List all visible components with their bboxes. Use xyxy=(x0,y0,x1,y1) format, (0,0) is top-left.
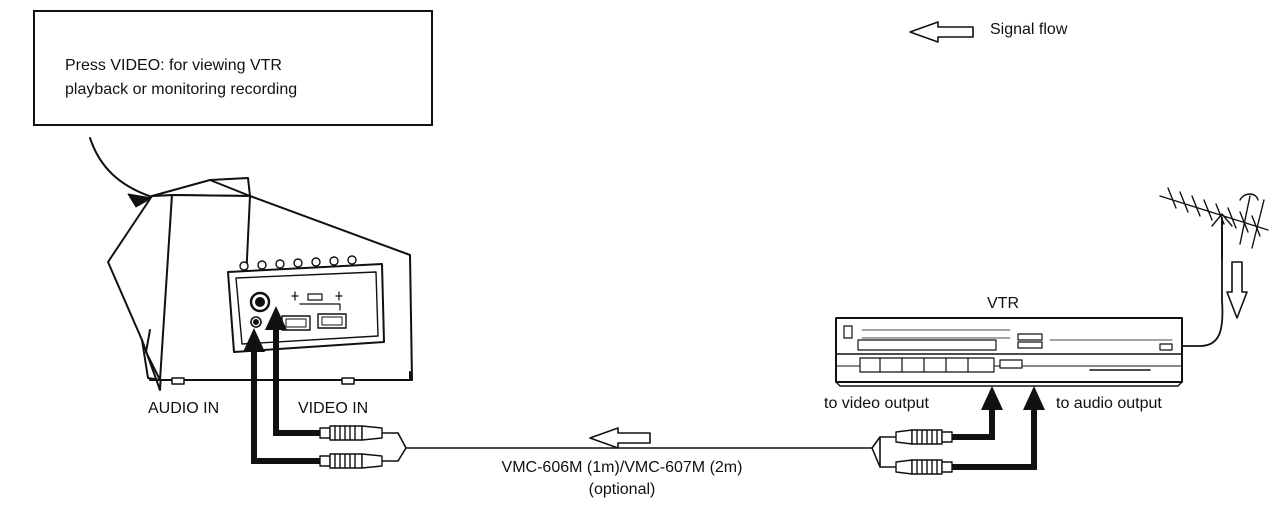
to-video-output-label: to video output xyxy=(824,395,929,412)
callout-line-1: Press VIDEO: for viewing VTR xyxy=(65,57,282,74)
signal-flow-legend-label: Signal flow xyxy=(990,21,1068,38)
audio-in-label: AUDIO IN xyxy=(148,400,220,417)
audio-in-arrow xyxy=(243,328,320,464)
right-plug-bottom xyxy=(879,459,953,475)
video-button-callout: Press VIDEO: for viewing VTR playback or… xyxy=(33,10,433,126)
antenna-signal-flow-arrow-icon xyxy=(1226,261,1248,319)
cable-signal-flow-arrow-icon xyxy=(589,427,651,449)
left-plug-top xyxy=(319,425,399,441)
callout-pointer-arrow xyxy=(89,137,153,208)
video-in-arrow xyxy=(265,306,320,436)
right-cable-plugs xyxy=(871,429,953,475)
video-in-label: VIDEO IN xyxy=(298,400,369,417)
left-cable-plugs xyxy=(319,425,407,469)
right-plug-top xyxy=(879,429,953,445)
to-video-output-arrow xyxy=(952,386,1003,440)
to-audio-output-arrow xyxy=(952,386,1045,470)
tv-monitor xyxy=(107,177,413,391)
vtr-label: VTR xyxy=(987,295,1019,312)
callout-text: Press VIDEO: for viewing VTR playback or… xyxy=(65,54,297,102)
to-audio-output-label: to audio output xyxy=(1056,395,1162,412)
vtr-unit xyxy=(835,217,1224,387)
signal-flow-arrow-icon xyxy=(909,21,974,43)
cable-model-label: VMC-606M (1m)/VMC-607M (2m) xyxy=(501,459,743,476)
left-plug-bottom xyxy=(319,453,399,469)
callout-line-2: playback or monitoring recording xyxy=(65,81,298,98)
antenna-icon xyxy=(1159,187,1269,259)
cable-optional-label: (optional) xyxy=(588,481,656,498)
